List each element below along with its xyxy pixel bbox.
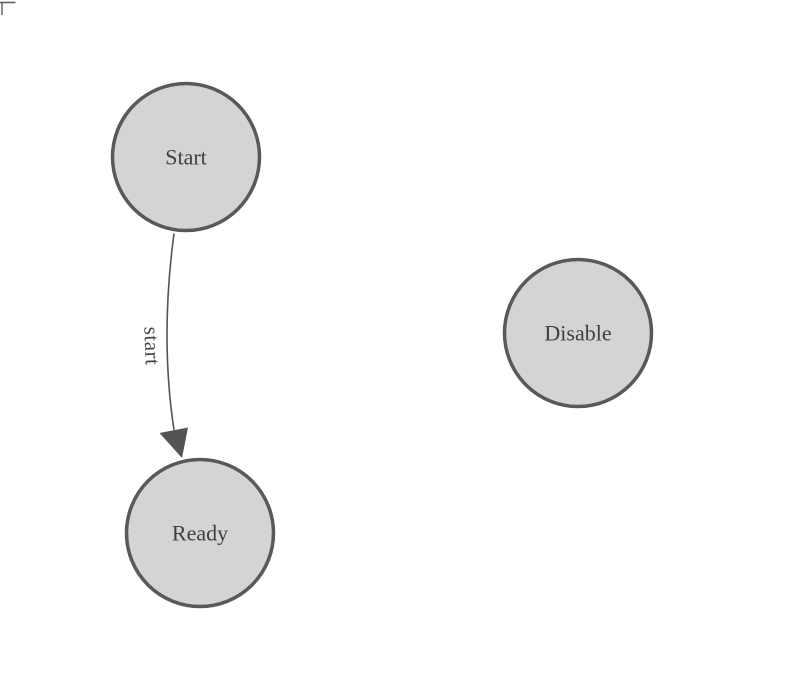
node-disable-label: Disable [544, 321, 611, 346]
node-ready-label: Ready [172, 521, 228, 546]
canvas-corner-mark-icon [0, 1, 16, 15]
edge-label[interactable]: start [139, 326, 164, 365]
node-ready-circle[interactable] [124, 457, 276, 609]
edge-arrowhead-icon [159, 427, 188, 458]
edge-path[interactable] [166, 233, 175, 431]
node-start-label: Start [165, 145, 207, 170]
node-disable[interactable]: Disable [502, 257, 654, 409]
node-start[interactable]: Start [110, 81, 262, 233]
node-ready[interactable]: Ready [124, 457, 276, 609]
node-start-circle[interactable] [110, 81, 262, 233]
edge-start-to-ready[interactable]: start [139, 233, 188, 459]
node-disable-circle[interactable] [502, 257, 654, 409]
